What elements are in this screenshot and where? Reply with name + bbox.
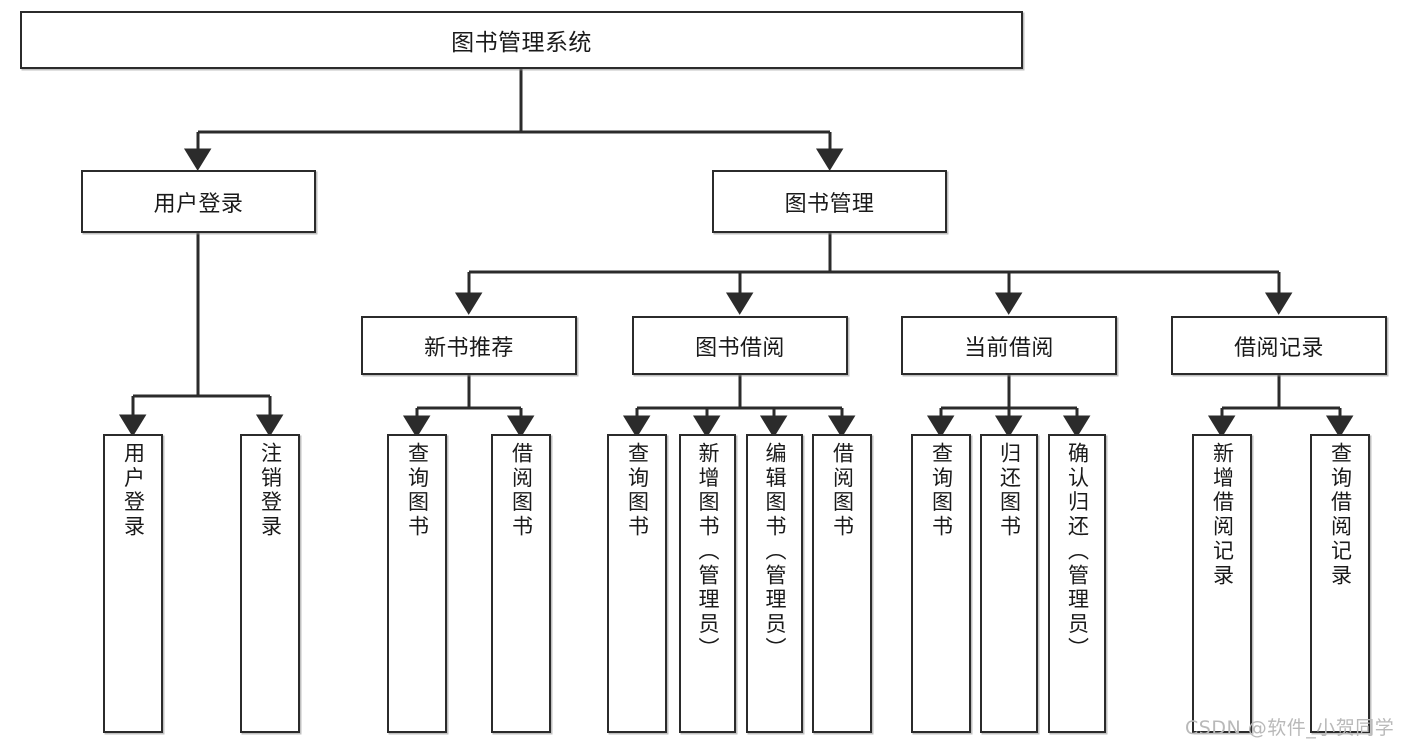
- node-book-borrow-label: 图书借阅: [695, 335, 785, 361]
- leaf-new-book-borrow-book[interactable]: 借阅图书: [491, 434, 551, 733]
- node-current-borrow-label: 当前借阅: [964, 335, 1054, 361]
- leaf-new-book-query-book[interactable]: 查询图书: [387, 434, 447, 733]
- leaf-borrow-record-add-record-label: 新增借阅记录: [1210, 442, 1235, 589]
- leaf-borrow-record-query-record-label: 查询借阅记录: [1328, 442, 1353, 589]
- node-user-login[interactable]: 用户登录: [81, 170, 316, 233]
- leaf-current-borrow-return-book[interactable]: 归还图书: [980, 434, 1038, 733]
- node-root-book-management-system[interactable]: 图书管理系统: [20, 11, 1023, 69]
- leaf-borrow-record-query-record[interactable]: 查询借阅记录: [1310, 434, 1370, 733]
- leaf-book-borrow-borrow-book[interactable]: 借阅图书: [812, 434, 872, 733]
- leaf-new-book-query-book-label: 查询图书: [405, 442, 430, 540]
- node-new-book-recommend-label: 新书推荐: [424, 335, 514, 361]
- leaf-book-borrow-edit-book-label: 编辑图书（管理员）: [763, 442, 787, 662]
- csdn-watermark: CSDN @软件_小贺同学: [1185, 717, 1395, 739]
- node-root-label: 图书管理系统: [451, 30, 592, 56]
- node-current-borrow[interactable]: 当前借阅: [901, 316, 1117, 375]
- node-user-login-label: 用户登录: [153, 191, 244, 217]
- node-borrow-record[interactable]: 借阅记录: [1171, 316, 1387, 375]
- leaf-current-borrow-confirm-return-label: 确认归还（管理员）: [1065, 442, 1090, 662]
- leaf-current-borrow-query-book-label: 查询图书: [929, 442, 954, 540]
- leaf-current-borrow-query-book[interactable]: 查询图书: [911, 434, 971, 733]
- node-book-management-label: 图书管理: [784, 191, 875, 217]
- node-book-management[interactable]: 图书管理: [712, 170, 947, 233]
- leaf-current-borrow-return-book-label: 归还图书: [997, 442, 1022, 540]
- leaf-book-borrow-add-book[interactable]: 新增图书（管理员）: [679, 434, 736, 733]
- leaf-book-borrow-query-book[interactable]: 查询图书: [607, 434, 667, 733]
- leaf-current-borrow-confirm-return[interactable]: 确认归还（管理员）: [1048, 434, 1106, 733]
- leaf-user-login-login-label: 用户登录: [121, 442, 146, 540]
- leaf-book-borrow-edit-book[interactable]: 编辑图书（管理员）: [746, 434, 803, 733]
- leaf-user-login-logout[interactable]: 注销登录: [240, 434, 300, 733]
- leaf-book-borrow-borrow-book-label: 借阅图书: [830, 442, 855, 540]
- leaf-borrow-record-add-record[interactable]: 新增借阅记录: [1192, 434, 1252, 733]
- node-book-borrow[interactable]: 图书借阅: [632, 316, 848, 375]
- leaf-book-borrow-query-book-label: 查询图书: [625, 442, 650, 540]
- leaf-book-borrow-add-book-label: 新增图书（管理员）: [696, 442, 720, 662]
- node-borrow-record-label: 借阅记录: [1234, 335, 1324, 361]
- node-new-book-recommend[interactable]: 新书推荐: [361, 316, 577, 375]
- leaf-user-login-login[interactable]: 用户登录: [103, 434, 163, 733]
- leaf-new-book-borrow-book-label: 借阅图书: [509, 442, 534, 540]
- leaf-user-login-logout-label: 注销登录: [258, 442, 283, 540]
